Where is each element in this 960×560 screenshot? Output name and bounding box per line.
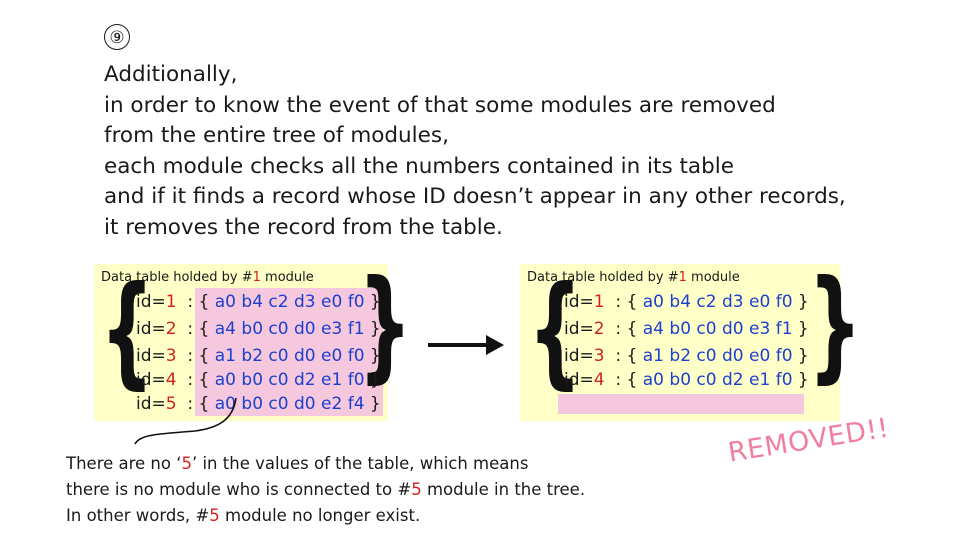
table-row: id=2 : { a4 b0 c0 d0 e3 f1 } <box>564 319 809 339</box>
values-highlight <box>195 288 383 416</box>
right-table-title: Data table holded by #1 module <box>527 270 740 285</box>
explanation-note: There are no ‘5’ in the values of the ta… <box>66 451 585 529</box>
right-curly-brace: } <box>808 252 863 396</box>
title-text: module <box>260 270 314 285</box>
row-values: a1 b2 c0 d0 e0 f0 <box>642 346 793 366</box>
paragraph-line: in order to know the event of that some … <box>104 92 776 118</box>
row-values: a1 b2 c0 d0 e0 f0 <box>214 346 365 366</box>
row-id: 4 <box>165 370 177 390</box>
title-module-number: 1 <box>678 270 687 285</box>
paragraph-line: from the entire tree of modules, <box>104 123 449 148</box>
callout-curve <box>134 397 237 445</box>
table-row: id=3 : { a1 b2 c0 d0 e0 f0 } <box>136 346 381 366</box>
table-row: id=3 : { a1 b2 c0 d0 e0 f0 } <box>564 346 809 366</box>
table-row: id=4 : { a0 b0 c0 d2 e1 f0 } <box>136 370 381 390</box>
title-text: module <box>686 270 740 285</box>
row-values: a0 b0 c0 d2 e1 f0 <box>642 370 793 390</box>
note-line: In other words, #5 module no longer exis… <box>66 506 421 525</box>
row-id: 3 <box>165 346 177 366</box>
note-line: there is no module who is connected to #… <box>66 480 586 499</box>
explanation-paragraph: Additionally, in order to know the event… <box>104 60 846 243</box>
title-text: Data table holded by # <box>101 270 253 285</box>
paragraph-line: it removes the record from the table. <box>104 214 503 240</box>
row-id: 4 <box>593 370 605 390</box>
row-values: a0 b0 c0 d0 e2 f4 <box>214 394 365 414</box>
paragraph-line: and if it finds a record whose ID doesn’… <box>104 184 846 209</box>
left-data-table-panel: Data table holded by #1 module { } id=1 … <box>94 258 412 421</box>
row-id: 5 <box>165 394 177 414</box>
paragraph-line: each module checks all the numbers conta… <box>104 153 734 179</box>
step-number-marker: ⑨ <box>104 24 130 50</box>
title-text: Data table holded by # <box>527 270 679 285</box>
row-values: a4 b0 c0 d0 e3 f1 <box>214 319 365 339</box>
right-curly-brace: } <box>358 252 413 396</box>
left-curly-brace: { <box>528 258 583 402</box>
note-line: There are no ‘5’ in the values of the ta… <box>66 454 529 473</box>
row-values: a0 b0 c0 d2 e1 f0 <box>214 370 365 390</box>
row-id: 2 <box>165 319 177 339</box>
table-row: id=1 : { a0 b4 c2 d3 e0 f0 } <box>136 292 381 312</box>
row-values: a4 b0 c0 d0 e3 f1 <box>642 319 793 339</box>
left-curly-brace: { <box>100 258 155 402</box>
left-table-title: Data table holded by #1 module <box>101 270 314 285</box>
table-row: id=2 : { a4 b0 c0 d0 e3 f1 } <box>136 319 381 339</box>
row-id: 1 <box>165 292 177 312</box>
right-data-table-panel: Data table holded by #1 module { } id=1 … <box>520 258 862 421</box>
table-row: id=5 : { a0 b0 c0 d0 e2 f4 } <box>136 394 381 414</box>
row-values: a0 b4 c2 d3 e0 f0 <box>214 292 365 312</box>
row-id: 1 <box>593 292 605 312</box>
row-id: 2 <box>593 319 605 339</box>
title-module-number: 1 <box>252 270 261 285</box>
paragraph-line: Additionally, <box>104 62 238 87</box>
row-id: 3 <box>593 346 605 366</box>
table-row: id=4 : { a0 b0 c0 d2 e1 f0 } <box>564 370 809 390</box>
row-values: a0 b4 c2 d3 e0 f0 <box>642 292 793 312</box>
removed-record-slot <box>558 394 804 414</box>
table-row: id=1 : { a0 b4 c2 d3 e0 f0 } <box>564 292 809 312</box>
transition-arrow-icon <box>428 335 504 355</box>
